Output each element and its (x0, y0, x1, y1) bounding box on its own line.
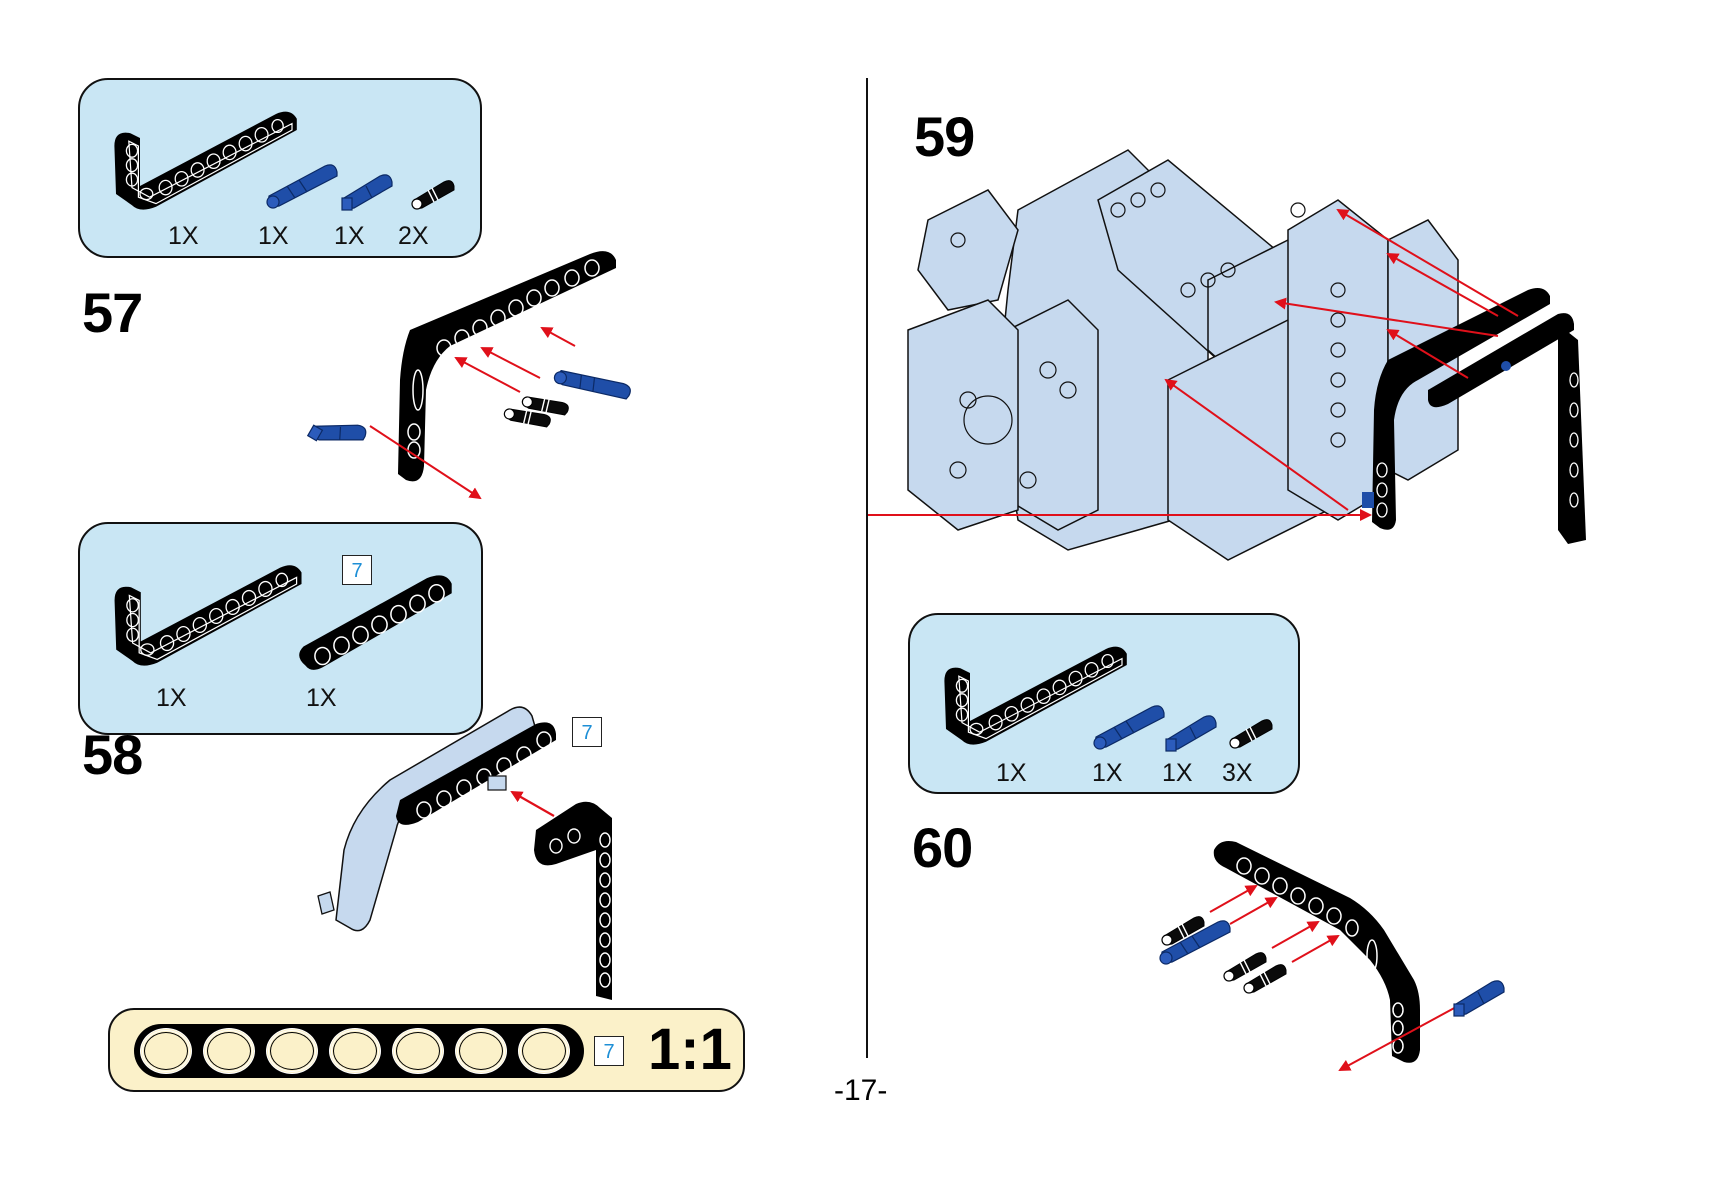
beam-length-callout: 7 (572, 717, 602, 747)
part-qty: 1X (996, 759, 1027, 787)
friction-pin-black-icon (411, 179, 455, 210)
part-qty: 1X (306, 684, 337, 712)
assembly-arrow (540, 327, 576, 347)
step-number: 60 (912, 816, 973, 879)
part-qty: 1X (168, 222, 199, 250)
assembly-arrow (1209, 885, 1258, 913)
bent-beam-black-icon (398, 251, 616, 482)
parts-box-step-57: 1X 1X 1X 2X (78, 78, 482, 258)
assembly-arrow (510, 791, 555, 817)
assembly-arrow (1271, 921, 1320, 949)
assembly-arrow (1164, 378, 1349, 511)
ruler-hole (392, 1028, 444, 1074)
assembly-arrow (369, 425, 482, 500)
part-qty: 1X (156, 684, 187, 712)
assembly-arrow (1274, 297, 1499, 337)
straight-beam-black-icon (298, 574, 453, 671)
bent-beam-blue-icon (317, 706, 537, 932)
step-number: 59 (914, 105, 975, 168)
page-divider (866, 78, 868, 1058)
engine-assembly-icon (907, 149, 1459, 561)
assembly-step-60 (1159, 841, 1505, 1071)
part-qty: 2X (398, 222, 429, 250)
bent-beam-black-icon (1362, 288, 1586, 544)
axle-pin-blue-icon (341, 174, 393, 211)
lego-holes (949, 182, 1346, 489)
part-qty: 1X (1162, 759, 1193, 787)
ruler-beam (134, 1024, 584, 1078)
axle-pin-blue-icon (307, 404, 370, 462)
assembly-step-57 (307, 251, 634, 500)
axle-pin-blue-icon (1362, 492, 1374, 508)
ruler-hole (203, 1028, 255, 1074)
axle-pin-blue-icon (1165, 715, 1217, 752)
ruler-hole (140, 1028, 192, 1074)
connector-pin-icon (487, 775, 507, 791)
assembly-arrow (1338, 1005, 1459, 1071)
assembly-arrow (1291, 935, 1340, 963)
parts-box-step-58: 7 1X 1X (78, 522, 483, 735)
bent-beam-black-icon (1213, 841, 1420, 1063)
long-pin-blue-icon (1093, 705, 1165, 750)
ruler-length-callout: 7 (594, 1036, 624, 1066)
ruler-hole (455, 1028, 507, 1074)
axle-pin-blue-icon (1453, 980, 1505, 1017)
assembly-step-59 (868, 149, 1586, 561)
assembly-arrow (1229, 897, 1278, 925)
ruler-hole (266, 1028, 318, 1074)
assembly-arrow (1386, 253, 1499, 317)
part-qty: 3X (1222, 759, 1253, 787)
friction-pin-black-icon (1229, 718, 1273, 749)
step-number: 58 (82, 723, 143, 786)
assembly-arrow (480, 347, 541, 379)
assembly-arrow (1386, 328, 1469, 379)
assembly-arrow (1336, 208, 1519, 317)
beam-length-callout: 7 (342, 555, 372, 585)
assembly-step-58 (317, 706, 612, 1000)
part-qty: 1X (1092, 759, 1123, 787)
l-beam-black-icon (534, 801, 612, 1000)
straight-beam-black-icon (396, 722, 556, 825)
ruler-hole (329, 1028, 381, 1074)
long-pin-blue-icon (266, 164, 338, 209)
assembly-arrow (454, 357, 521, 393)
beam-length-ruler: 7 1:1 (108, 1008, 745, 1092)
ruler-scale-label: 1:1 (648, 1017, 732, 1082)
ruler-hole (518, 1028, 570, 1074)
step-number: 57 (82, 281, 143, 344)
part-qty: 1X (334, 222, 365, 250)
page-number: -17- (834, 1074, 888, 1107)
parts-box-step-60: 1X 1X 1X 3X (908, 613, 1300, 794)
part-qty: 1X (258, 222, 289, 250)
